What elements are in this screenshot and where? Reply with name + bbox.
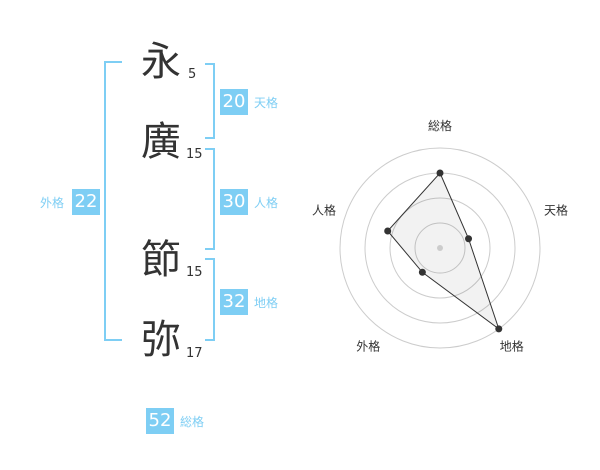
name-char-3: 節 <box>141 237 181 283</box>
radar-point <box>436 169 444 177</box>
soukaku-label: 総格 <box>180 415 205 429</box>
radar-axis-label: 地格 <box>500 339 524 354</box>
name-char-1: 永 <box>141 39 181 85</box>
radar-axis-label: 総格 <box>428 118 452 133</box>
tenkaku-bracket-top <box>205 63 215 65</box>
radar-ring <box>389 197 491 299</box>
radar-center-dot <box>437 245 443 251</box>
jinkaku-bracket-side <box>213 148 215 250</box>
gaikaku-bracket-side <box>104 61 106 341</box>
tenkaku-badge: 20 <box>220 89 248 115</box>
stroke-count-3: 15 <box>186 265 203 280</box>
stroke-count-2: 15 <box>186 147 203 162</box>
chikaku-badge: 32 <box>220 289 248 315</box>
radar-series-polygon <box>387 172 500 331</box>
chikaku-bracket-side <box>213 258 215 341</box>
radar-axis-label: 人格 <box>312 202 336 217</box>
name-char-4: 弥 <box>141 317 181 363</box>
chikaku-label: 地格 <box>254 296 279 310</box>
radar-ring <box>339 147 541 349</box>
name-char-2: 廣 <box>141 119 181 165</box>
radar-axis-label: 外格 <box>356 339 380 354</box>
radar-ring <box>414 222 466 274</box>
radar-point <box>384 227 392 235</box>
jinkaku-label: 人格 <box>254 196 279 210</box>
radar-point <box>418 268 426 276</box>
radar-point <box>495 325 503 333</box>
jinkaku-badge: 30 <box>220 189 248 215</box>
jinkaku-bracket-top <box>205 148 215 150</box>
gaikaku-badge: 22 <box>72 189 100 215</box>
gaikaku-bracket-top <box>104 61 122 63</box>
tenkaku-label: 天格 <box>254 96 279 110</box>
soukaku-badge: 52 <box>146 408 174 434</box>
radar-point <box>465 235 473 243</box>
tenkaku-bracket-bottom <box>205 137 215 139</box>
radar-axis-label: 天格 <box>544 202 568 217</box>
jinkaku-bracket-bottom <box>205 248 215 250</box>
chikaku-bracket-top <box>205 258 215 260</box>
stroke-count-4: 17 <box>186 346 203 361</box>
tenkaku-bracket-side <box>213 63 215 139</box>
chikaku-bracket-bottom <box>205 339 215 341</box>
gaikaku-bracket-bottom <box>104 339 122 341</box>
stroke-count-1: 5 <box>188 67 197 82</box>
gaikaku-label: 外格 <box>40 196 65 210</box>
